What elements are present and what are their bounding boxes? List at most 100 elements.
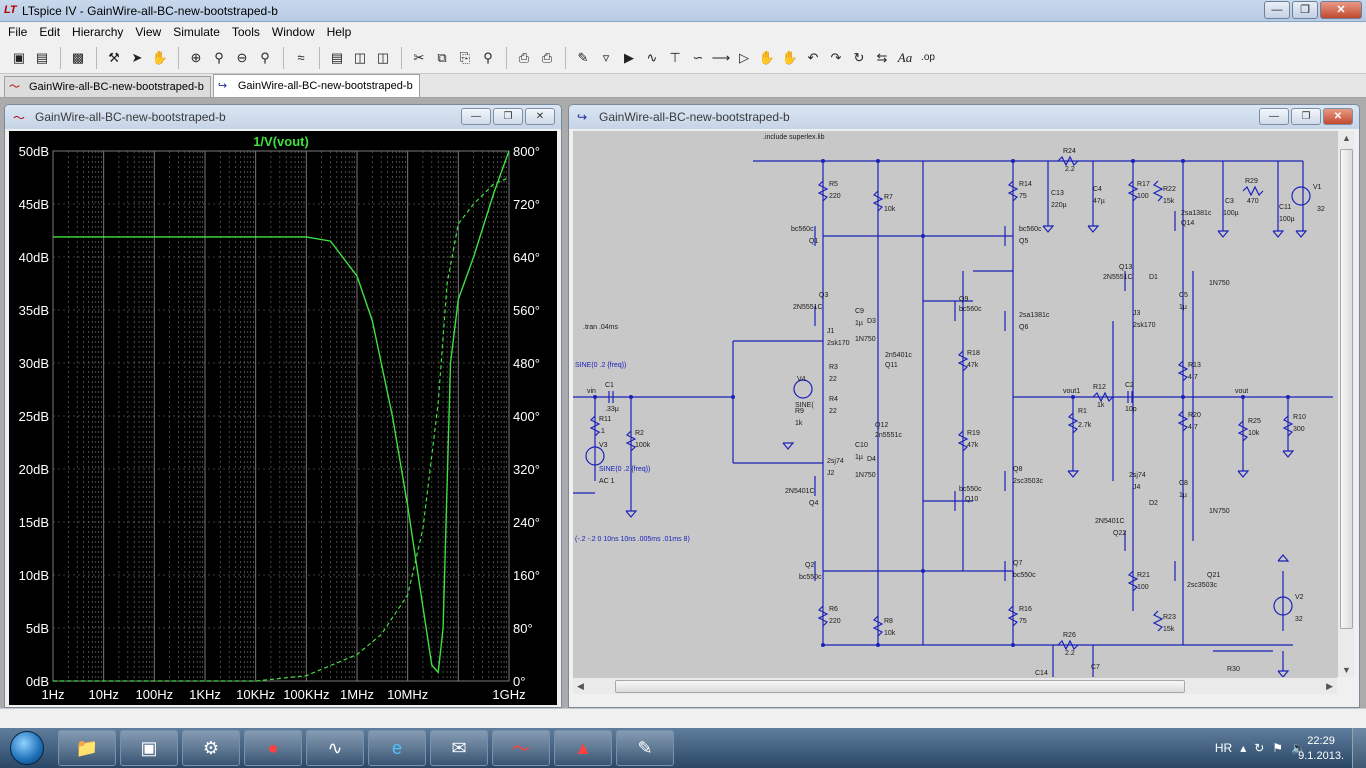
new-schematic-icon[interactable]: ▣ — [12, 49, 26, 65]
waveform-window-title-bar[interactable]: 〜 GainWire-all-BC-new-bootstraped-b — ❐ … — [5, 105, 561, 129]
draw-wire-icon[interactable]: ✎ — [577, 49, 589, 65]
notes-icon[interactable]: ✎ — [616, 730, 674, 766]
drag-icon[interactable]: ✋ — [781, 49, 799, 65]
scroll-right-icon[interactable]: ▶ — [1326, 681, 1333, 691]
schematic-window[interactable]: ↪ GainWire-all-BC-new-bootstraped-b — ❐ … — [568, 104, 1360, 708]
minimize-button[interactable]: — — [1264, 1, 1290, 19]
clock-date: 9.1.2013. — [1298, 750, 1344, 762]
print-setup-icon[interactable]: ⎙ — [518, 49, 530, 65]
maximize-button[interactable]: ❐ — [493, 108, 523, 125]
menu-view[interactable]: View — [135, 25, 162, 39]
pdf-reader-icon[interactable]: ▲ — [554, 730, 612, 766]
bode-plot[interactable]: 0dB5dB10dB15dB20dB25dB30dB35dB40dB45dB50… — [9, 131, 557, 705]
undo-icon[interactable]: ↶ — [807, 49, 819, 65]
menu-window[interactable]: Window — [271, 25, 315, 39]
copy-icon[interactable]: ⧉ — [437, 49, 447, 65]
print-icon[interactable]: ⎙ — [541, 49, 553, 65]
move-icon[interactable]: ✋ — [758, 49, 776, 65]
autorange-icon[interactable]: ≈ — [297, 50, 305, 65]
zoom-fit-icon[interactable]: ⚲ — [260, 49, 270, 65]
schematic-canvas[interactable]: .include superlex.lib .tran .04ms SINE(0… — [573, 131, 1337, 678]
label-r23: R23 — [1163, 614, 1176, 621]
scroll-down-icon[interactable]: ▼ — [1342, 665, 1351, 675]
spice-directive-icon[interactable]: .op — [921, 52, 935, 63]
minimize-button[interactable]: — — [1259, 108, 1289, 125]
internet-explorer-icon[interactable]: e — [368, 730, 426, 766]
scroll-up-icon[interactable]: ▲ — [1342, 133, 1351, 143]
vertical-scroll-thumb[interactable] — [1340, 149, 1353, 629]
toolbar-separator — [96, 46, 97, 69]
inductor-icon[interactable]: ∽ — [692, 49, 704, 65]
schematic-window-title-bar[interactable]: ↪ GainWire-all-BC-new-bootstraped-b — ❐ … — [569, 105, 1359, 129]
ltspice-taskbar-icon[interactable]: 〜 — [492, 730, 550, 766]
tile-icon[interactable]: ▤ — [330, 49, 344, 65]
menu-tools[interactable]: Tools — [231, 25, 260, 39]
maximize-button[interactable]: ❐ — [1291, 108, 1321, 125]
open-icon[interactable]: ▤ — [35, 49, 49, 65]
cascade-icon[interactable]: ◫ — [353, 49, 367, 65]
zoom-pan-icon[interactable]: ⚲ — [214, 49, 224, 65]
cut-icon[interactable]: ✂ — [413, 49, 425, 65]
flag-icon[interactable]: ⚑ — [1272, 741, 1284, 755]
menu-simulate[interactable]: Simulate — [173, 25, 220, 39]
app-title-bar[interactable]: LT LTspice IV - GainWire-all-BC-new-boot… — [0, 0, 1366, 22]
tab-schematic[interactable]: ↪ GainWire-all-BC-new-bootstraped-b — [212, 74, 420, 97]
save-icon[interactable]: ▩ — [71, 49, 85, 65]
redo-icon[interactable]: ↷ — [830, 49, 842, 65]
menu-file[interactable]: File — [8, 25, 28, 39]
y-tick-label-left: 15dB — [19, 515, 49, 530]
horizontal-scrollbar[interactable]: ◀ ▶ — [573, 677, 1337, 694]
run-icon[interactable]: ➤ — [131, 49, 143, 65]
close-button[interactable]: ✕ — [525, 108, 555, 125]
model-q1: bc560c — [791, 226, 814, 233]
paste-icon[interactable]: ⎘ — [459, 49, 471, 65]
maximize-button[interactable]: ❐ — [1292, 1, 1318, 19]
oscilloscope-icon[interactable]: ∿ — [306, 730, 364, 766]
rotate-icon[interactable]: ↻ — [853, 49, 865, 65]
menu-edit[interactable]: Edit — [39, 25, 61, 39]
close-button[interactable]: ✕ — [1320, 1, 1362, 19]
language-indicator[interactable]: HR — [1214, 741, 1233, 755]
waveform-window[interactable]: 〜 GainWire-all-BC-new-bootstraped-b — ❐ … — [4, 104, 562, 708]
tab-waveform[interactable]: 〜 GainWire-all-BC-new-bootstraped-b — [4, 76, 211, 97]
horizontal-scroll-thumb[interactable] — [615, 680, 1185, 693]
network-icon[interactable]: ▴ — [1240, 741, 1247, 755]
label-q13: Q13 — [1119, 264, 1132, 271]
mail-icon[interactable]: ✉ — [430, 730, 488, 766]
volume-icon[interactable]: 🔈 — [1291, 741, 1306, 755]
toolbar-separator — [401, 46, 402, 69]
show-desktop-button[interactable] — [1352, 728, 1366, 768]
component-icon[interactable]: ▷ — [739, 49, 749, 65]
close-button[interactable]: ✕ — [1323, 108, 1353, 125]
tools-icon[interactable]: ⚙ — [182, 730, 240, 766]
media-icon[interactable]: ● — [244, 730, 302, 766]
ground-icon[interactable]: ▿ — [602, 49, 610, 65]
model-j4: 2sj74 — [1129, 472, 1146, 479]
vertical-scrollbar[interactable]: ▲ ▼ — [1337, 131, 1354, 677]
resistor-icon[interactable]: ∿ — [646, 49, 658, 65]
schematic-drawing[interactable]: .include superlex.lib .tran .04ms SINE(0… — [573, 131, 1337, 678]
mirror-icon[interactable]: ⇆ — [876, 49, 888, 65]
explorer-icon[interactable]: 📁 — [58, 730, 116, 766]
zoom-out-icon[interactable]: ⊖ — [236, 49, 248, 65]
text-icon[interactable]: Aa — [897, 49, 913, 65]
find-icon[interactable]: ⚲ — [483, 49, 493, 65]
sync-icon[interactable]: ↻ — [1254, 741, 1265, 755]
app-installer-icon[interactable]: ▣ — [120, 730, 178, 766]
scroll-left-icon[interactable]: ◀ — [577, 681, 584, 691]
control-panel-icon[interactable]: ⚒ — [108, 49, 120, 65]
y-tick-label-left: 35dB — [19, 303, 49, 318]
halt-icon[interactable]: ✋ — [151, 49, 169, 65]
start-button[interactable] — [0, 728, 54, 768]
close-window-icon[interactable]: ◫ — [376, 49, 390, 65]
diode-icon[interactable]: ⟶ — [711, 49, 731, 65]
menu-help[interactable]: Help — [326, 25, 352, 39]
capacitor-icon[interactable]: ⊤ — [669, 49, 681, 65]
zoom-in-icon[interactable]: ⊕ — [190, 49, 202, 65]
clock[interactable]: 22:29 9.1.2013. — [1298, 734, 1344, 764]
label-net-icon[interactable]: ▶ — [624, 49, 634, 65]
minimize-button[interactable]: — — [461, 108, 491, 125]
label-r5: R5 — [829, 181, 838, 188]
menu-hierarchy[interactable]: Hierarchy — [72, 25, 124, 39]
